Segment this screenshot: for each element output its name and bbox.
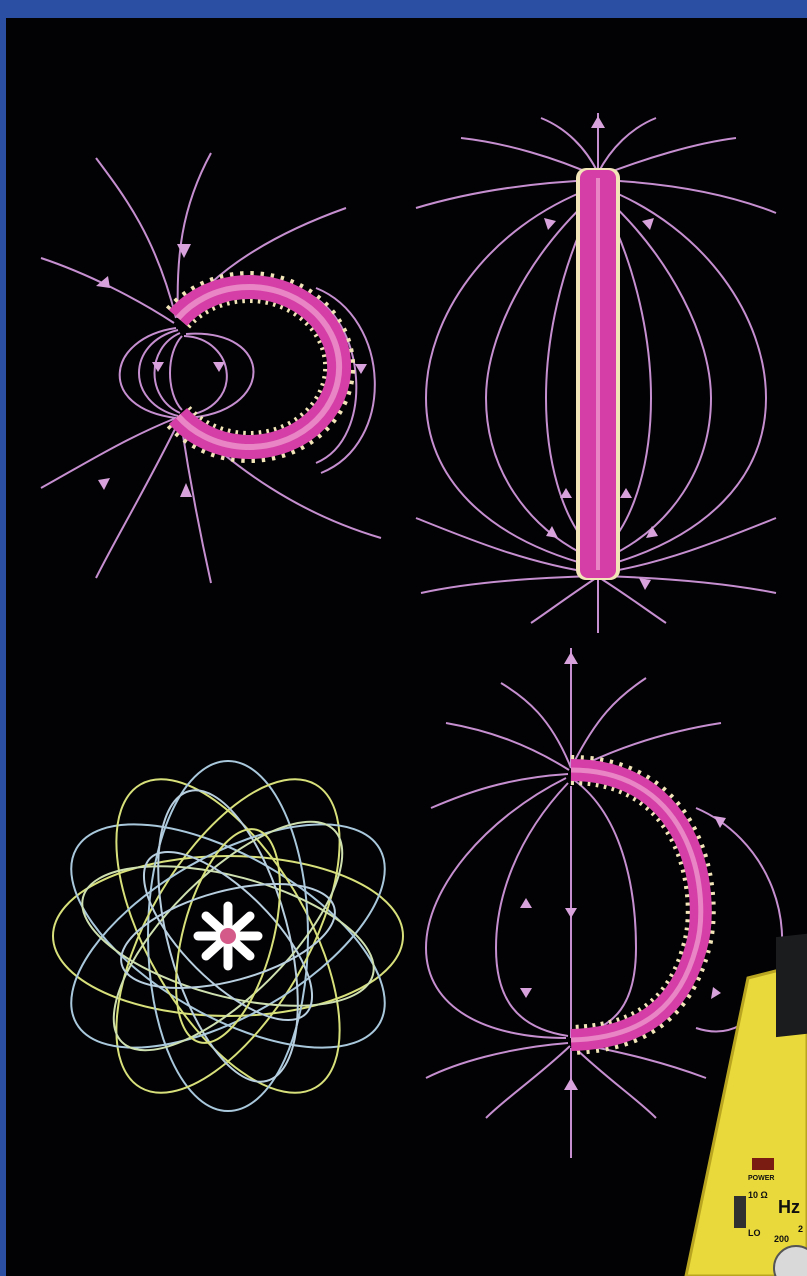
multimeter-icon: Hz 10 Ω LO 200 2 POWER <box>686 933 807 1276</box>
meter-range-ohm: 10 Ω <box>748 1190 768 1200</box>
meter-range-value: 200 <box>774 1234 789 1244</box>
meter-range-low: LO <box>748 1228 761 1238</box>
arc-coil-icon <box>571 770 701 1040</box>
meter-range-value-2: 2 <box>798 1224 803 1234</box>
meter-power-label: POWER <box>748 1175 774 1182</box>
illustration-panel: Hz 10 Ω LO 200 2 POWER <box>6 18 807 1276</box>
ring-coil-icon <box>178 287 339 447</box>
meter-unit-label: Hz <box>778 1197 800 1217</box>
field-illustrations: Hz 10 Ω LO 200 2 POWER <box>6 18 807 1276</box>
atom-orbits-icon <box>36 744 419 1127</box>
bar-coil-icon <box>576 168 620 580</box>
